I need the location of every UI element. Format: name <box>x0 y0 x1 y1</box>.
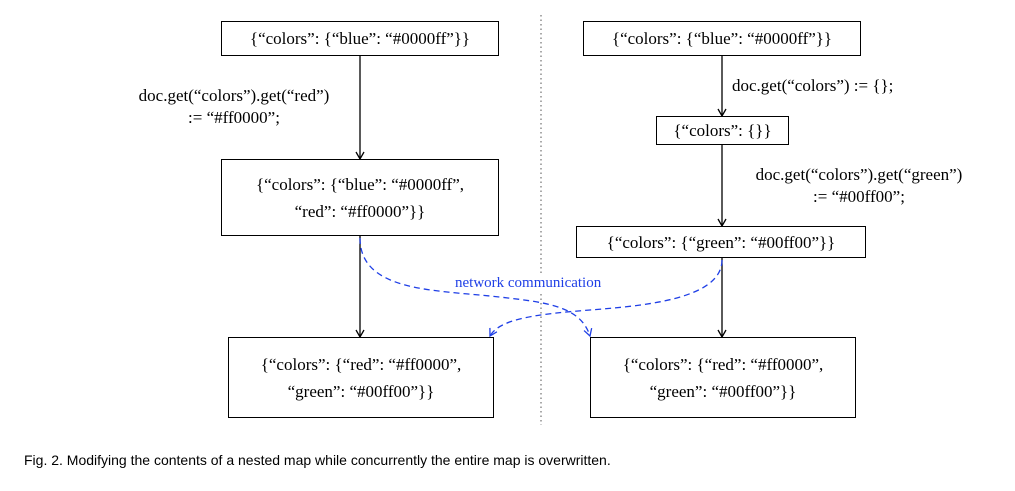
right-final-state-line-1: {“colors”: {“red”: “#ff0000”, <box>622 354 824 374</box>
right-operation-2: doc.get(“colors”).get(“green”) := “#00ff… <box>730 164 988 208</box>
left-operation-line-2: := “#ff0000”; <box>188 108 280 127</box>
left-state-after-op: {“colors”: {“blue”: “#0000ff”, “red”: “#… <box>221 159 499 236</box>
right-final-state: {“colors”: {“red”: “#ff0000”, “green”: “… <box>590 337 856 418</box>
figure-caption: Fig. 2. Modifying the contents of a nest… <box>24 452 611 468</box>
right-state-after-op1-text: {“colors”: {}} <box>673 121 772 140</box>
left-final-state-line-2: “green”: “#00ff00”}} <box>287 381 435 401</box>
network-communication-label: network communication <box>453 275 604 292</box>
right-operation-2-line-1: doc.get(“colors”).get(“green”) <box>755 165 963 184</box>
network-arrow-left-to-right <box>359 237 593 338</box>
left-final-state-line-1: {“colors”: {“red”: “#ff0000”, <box>260 354 462 374</box>
right-state-after-op1: {“colors”: {}} <box>656 116 789 145</box>
network-arrow-right-to-left <box>489 259 723 338</box>
right-operation-1: doc.get(“colors”) := {}; <box>732 75 893 97</box>
left-final-state: {“colors”: {“red”: “#ff0000”, “green”: “… <box>228 337 494 418</box>
right-operation-2-line-2: := “#00ff00”; <box>813 187 905 206</box>
left-state-after-op-line-1: {“colors”: {“blue”: “#0000ff”, <box>255 174 465 194</box>
right-initial-state: {“colors”: {“blue”: “#0000ff”}} <box>583 21 861 56</box>
right-initial-state-text: {“colors”: {“blue”: “#0000ff”}} <box>611 29 833 48</box>
right-final-state-line-2: “green”: “#00ff00”}} <box>649 381 797 401</box>
left-state-after-op-line-2: “red”: “#ff0000”}} <box>294 201 426 221</box>
left-operation: doc.get(“colors”).get(“red”) := “#ff0000… <box>118 85 350 129</box>
right-state-after-op2: {“colors”: {“green”: “#00ff00”}} <box>576 226 866 258</box>
left-initial-state: {“colors”: {“blue”: “#0000ff”}} <box>221 21 499 56</box>
right-state-after-op2-text: {“colors”: {“green”: “#00ff00”}} <box>606 232 836 252</box>
left-operation-line-1: doc.get(“colors”).get(“red”) <box>138 86 330 105</box>
left-initial-state-text: {“colors”: {“blue”: “#0000ff”}} <box>249 29 471 48</box>
right-operation-1-text: doc.get(“colors”) := {}; <box>732 76 894 95</box>
